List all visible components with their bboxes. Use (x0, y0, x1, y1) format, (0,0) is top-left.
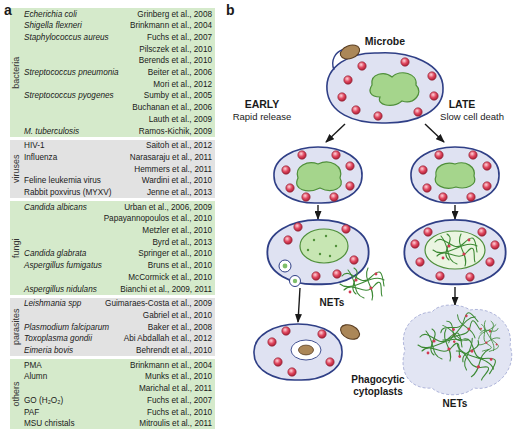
reference-cite: Gabriel et al., 2010 (143, 310, 212, 321)
pathway-heading: EARLY (227, 98, 297, 111)
agent-name: PMA (24, 360, 42, 371)
agent-name: GO (H₂O₂) (24, 395, 63, 406)
agent-name: Alumn (24, 371, 47, 382)
annotation: NETs (312, 297, 352, 309)
pathway-heading: LATE (432, 98, 492, 111)
cytoplast-cell (254, 322, 362, 380)
annotation: Microbe (350, 35, 420, 48)
reference-cite: Guimaraes-Costa et al., 2009 (105, 298, 212, 309)
agent-name: M. tuberculosis (24, 126, 79, 137)
agent-name: Leishmania spp (24, 298, 81, 309)
agent-name: Staphylococcus aureus (24, 32, 109, 43)
reference-cite: Hemmers et al., 2011 (134, 164, 212, 175)
agent-name: Plasmodium falciparum (24, 322, 109, 333)
reference-cite: Urban et al., 2006, 2009 (124, 202, 212, 213)
category-band: virusesHIV-1 Saitoh et al., 2012Influenza… (10, 140, 215, 199)
category-band: fungiCandida albicans Urban et al., 2006,… (10, 201, 215, 295)
reference-cite: Mitroulis et al., 2011 (139, 418, 212, 429)
pathway-subheading: Rapid release (220, 111, 304, 123)
annotation: Phagocytic cytoplasts (345, 374, 411, 398)
reference-cite: Metzler et al., 2010 (142, 225, 212, 236)
annotation: NETs (433, 398, 477, 410)
category-label: bacteria (10, 8, 22, 137)
agent-name: Candida glabrata (24, 248, 86, 259)
reference-cite: Narasaraju et al., 2011 (130, 152, 212, 163)
reference-cite: Mori et al., 2012 (153, 79, 212, 90)
agent-name: Feline leukemia virus (24, 175, 101, 186)
reference-cite: Behrendt et al., 2010 (136, 345, 212, 356)
reference-cite: Fuchs et al., 2010 (147, 407, 212, 418)
agent-name: Streptococcus pyogenes (24, 90, 114, 101)
neutrophil-cell (411, 147, 499, 203)
agent-name: Shigella flexneri (24, 20, 82, 31)
reference-cite: Lauth et al., 2009 (149, 114, 212, 125)
category-label: viruses (10, 140, 22, 199)
net-fibers (340, 268, 384, 300)
agent-name: MSU christals (24, 418, 75, 429)
reference-cite: Beiter et al., 2006 (148, 67, 212, 78)
agent-name: HIV-1 (24, 140, 44, 151)
reference-cite: McCormick et al., 2010 (128, 272, 212, 283)
reference-cite: Baker et al., 2008 (148, 322, 212, 333)
reference-cite: Brinkmann et al., 2004 (130, 20, 212, 31)
reference-cite: Marichal et al., 2011 (139, 383, 212, 394)
category-band: bacteriaEcherichia coli Grinberg et al., … (10, 8, 215, 137)
reference-cite: Brinkmann et al., 2004 (130, 360, 212, 371)
agent-name: Eimeria bovis (24, 345, 73, 356)
agent-name: Aspergillus fumigatus (24, 260, 102, 271)
reference-cite: Byrd et al., 2013 (152, 237, 212, 248)
reference-cite: Saitoh et al., 2012 (146, 140, 212, 151)
reference-cite: Jenne et al., 2013 (147, 187, 212, 198)
panel-letter: a (4, 2, 20, 18)
agent-name: Candida albicans (24, 202, 87, 213)
reference-cite: Abi Abdallah et al., 2012 (124, 333, 212, 344)
agent-name: Aspergillus nidulans (24, 284, 97, 295)
reference-cite: Springer et al., 2010 (138, 248, 212, 259)
reference-cite: Fuchs et al., 2007 (147, 32, 212, 43)
agent-name: PAF (24, 407, 39, 418)
reference-cite: Munks et al., 2010 (145, 371, 212, 382)
reference-cite: Bruns et al., 2010 (148, 260, 212, 271)
agent-name: Echerichia coli (24, 9, 77, 20)
reference-cite: Bianchi et al., 2009, 2011 (120, 284, 212, 295)
panel-letter: b (226, 2, 242, 18)
category-label: parasites (10, 298, 22, 357)
lysed-cell (403, 305, 512, 395)
reference-cite: Ramos-Kichik, 2009 (139, 126, 212, 137)
agent-name: Streptococcus pneumonia (24, 67, 119, 78)
reference-cite: Pilsczek et al., 2010 (139, 44, 212, 55)
neutrophil-cell (404, 220, 505, 284)
reference-cite: Berends et al., 2010 (139, 55, 212, 66)
reference-cite: Sumby et al., 2005 (144, 90, 212, 101)
agent-name: Influenza (24, 152, 57, 163)
category-band: othersPMA Brinkmann et al., 2004Alumn Munk… (10, 359, 215, 429)
category-band: parasitesLeishmania spp Guimaraes-Costa e… (10, 298, 215, 357)
agent-name: Toxoplasma gondii (24, 333, 92, 344)
category-label: others (10, 359, 22, 429)
reference-cite: Papayannopoulos et al., 2010 (104, 213, 212, 224)
neutrophil-cell (274, 147, 362, 203)
reference-cite: Buchanan et al., 2006 (132, 102, 212, 113)
neutrophil-cell (327, 42, 443, 123)
agent-name: Rabbit poxvirus (MYXV) (24, 187, 111, 198)
reference-cite: Fuchs et al., 2007 (147, 395, 212, 406)
category-label: fungi (10, 201, 22, 295)
reference-cite: Wardini et al., 2010 (142, 175, 212, 186)
pathway-subheading: Slow cell death (425, 111, 519, 123)
reference-cite: Grinberg et al., 2008 (137, 9, 212, 20)
